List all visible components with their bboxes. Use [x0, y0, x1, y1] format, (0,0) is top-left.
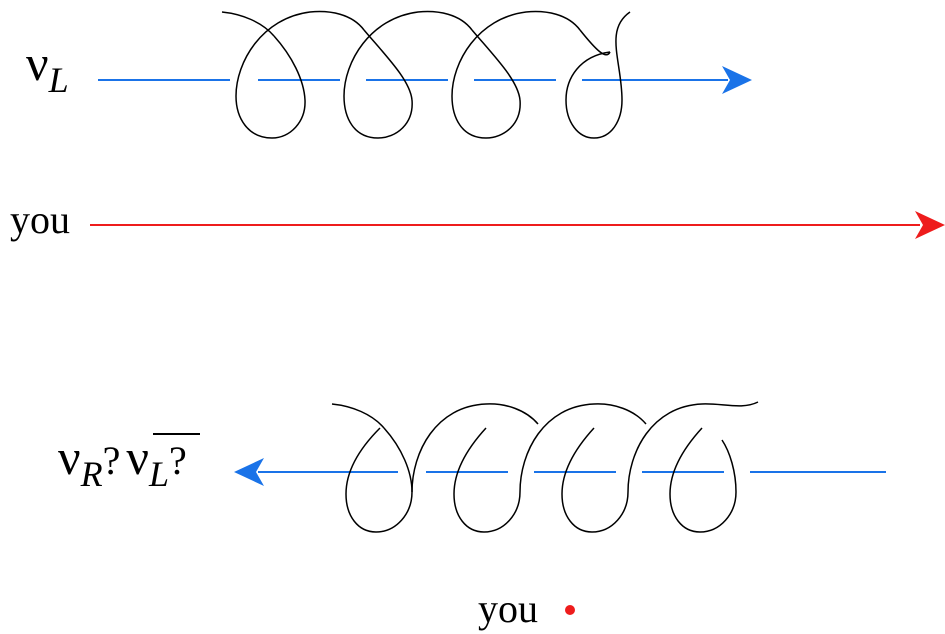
top-observer-group: you [10, 197, 945, 242]
top-observer-label: you [10, 197, 70, 242]
bottom-observer-label: you [478, 586, 538, 631]
top-helix [221, 10, 631, 139]
top-neutrino-group: νL [26, 10, 752, 139]
observer-motion-arrowhead [915, 211, 945, 239]
top-nu-label: νL [26, 35, 69, 100]
top-axis-arrowhead [722, 66, 752, 94]
bottom-nu-label: νR?νL? [58, 429, 187, 494]
bottom-neutrino-group: νR?νL? [58, 401, 886, 533]
bottom-observer-group: you [478, 586, 575, 631]
observer-rest-dot [565, 605, 575, 615]
bottom-axis-arrowhead [234, 458, 264, 486]
bottom-helix [331, 401, 759, 533]
